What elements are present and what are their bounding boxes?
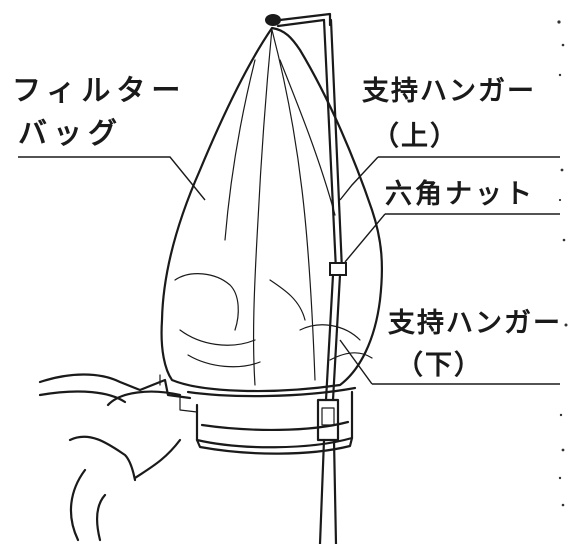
bag-collar-ring [179, 386, 357, 455]
machine-body [38, 373, 192, 542]
leader-lines [18, 156, 560, 385]
filter-bag [160, 26, 384, 393]
support-hanger-lower-rod [316, 273, 342, 544]
support-hanger-upper-rod [276, 12, 344, 272]
label-lower-hanger-line2: （下） [396, 350, 483, 381]
label-upper-hanger-line1: 支持ハンガー [362, 76, 536, 107]
leader-filter-bag [18, 156, 206, 201]
top-knob [265, 14, 281, 26]
leader-lower-hanger [339, 339, 373, 385]
label-lower-hanger-line1: 支持ハンガー [388, 308, 562, 339]
label-filter-bag-line2: バッグ [18, 116, 123, 150]
label-filter-bag-line1: フィルター [12, 73, 186, 107]
scan-specks [557, 20, 568, 507]
leader-hex-nut [344, 213, 386, 263]
hex-nut [329, 262, 347, 276]
leader-upper-hanger [339, 156, 379, 201]
label-upper-hanger-line2: （上） [372, 121, 459, 152]
label-hex-nut: 六角ナット [385, 178, 535, 210]
